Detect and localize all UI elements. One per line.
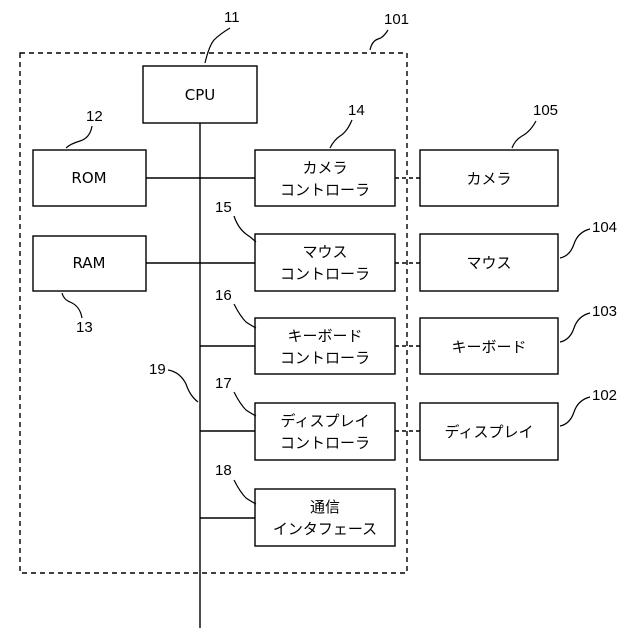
ref-19: 19 [149, 361, 198, 402]
ref-14: 14 [330, 102, 365, 148]
ref-102: 102 [560, 387, 617, 426]
camera-controller-block: カメラ コントローラ [255, 150, 395, 206]
mouse-label: マウス [466, 254, 511, 272]
mouse-controller-label-1: マウス [302, 243, 347, 261]
ref-18-text: 18 [215, 462, 232, 479]
ref-103: 103 [560, 303, 617, 342]
ram-block: RAM [33, 236, 146, 291]
ref-15: 15 [215, 199, 256, 242]
comm-interface-label-2: インタフェース [273, 520, 377, 538]
comm-interface-block: 通信 インタフェース [255, 489, 395, 546]
display-controller-label-2: コントローラ [280, 434, 370, 452]
display-controller-label-1: ディスプレイ [281, 412, 370, 430]
ref-16: 16 [215, 287, 256, 328]
camera-label: カメラ [466, 170, 511, 188]
display-label: ディスプレイ [445, 423, 534, 441]
keyboard-label: キーボード [451, 338, 526, 356]
ref-103-text: 103 [592, 303, 617, 320]
mouse-controller-label-2: コントローラ [280, 265, 370, 283]
ref-101: 101 [370, 11, 409, 50]
keyboard-controller-label-2: コントローラ [280, 349, 370, 367]
cpu-label: CPU [185, 86, 216, 104]
ref-104-text: 104 [592, 219, 617, 236]
keyboard-controller-label-1: キーボード [287, 327, 362, 345]
ref-13: 13 [62, 293, 93, 336]
ref-101-text: 101 [384, 11, 409, 28]
camera-controller-label-1: カメラ [302, 159, 347, 177]
camera-block: カメラ [420, 150, 558, 206]
ref-19-text: 19 [149, 361, 166, 378]
ref-104: 104 [560, 219, 617, 258]
mouse-controller-block: マウス コントローラ [255, 234, 395, 291]
keyboard-block: キーボード [420, 318, 558, 374]
ref-12: 12 [66, 108, 103, 148]
ref-105: 105 [512, 102, 558, 148]
ram-label: RAM [72, 254, 105, 272]
ref-105-text: 105 [533, 102, 558, 119]
ref-11-text: 11 [224, 9, 240, 26]
camera-controller-label-2: コントローラ [280, 181, 370, 199]
rom-block: ROM [33, 150, 146, 206]
cpu-block: CPU [143, 66, 257, 123]
ref-16-text: 16 [215, 287, 232, 304]
ref-17-text: 17 [215, 375, 232, 392]
display-controller-block: ディスプレイ コントローラ [255, 403, 395, 460]
mouse-block: マウス [420, 234, 558, 291]
ref-15-text: 15 [215, 199, 232, 216]
ref-102-text: 102 [592, 387, 617, 404]
keyboard-controller-block: キーボード コントローラ [255, 318, 395, 374]
display-block: ディスプレイ [420, 403, 558, 460]
ref-11: 11 [205, 9, 240, 63]
ref-18: 18 [215, 462, 256, 504]
ref-17: 17 [215, 375, 256, 416]
ref-14-text: 14 [348, 102, 365, 119]
ref-12-text: 12 [86, 108, 103, 125]
rom-label: ROM [71, 169, 106, 187]
comm-interface-label-1: 通信 [310, 498, 340, 516]
ref-13-text: 13 [76, 319, 93, 336]
